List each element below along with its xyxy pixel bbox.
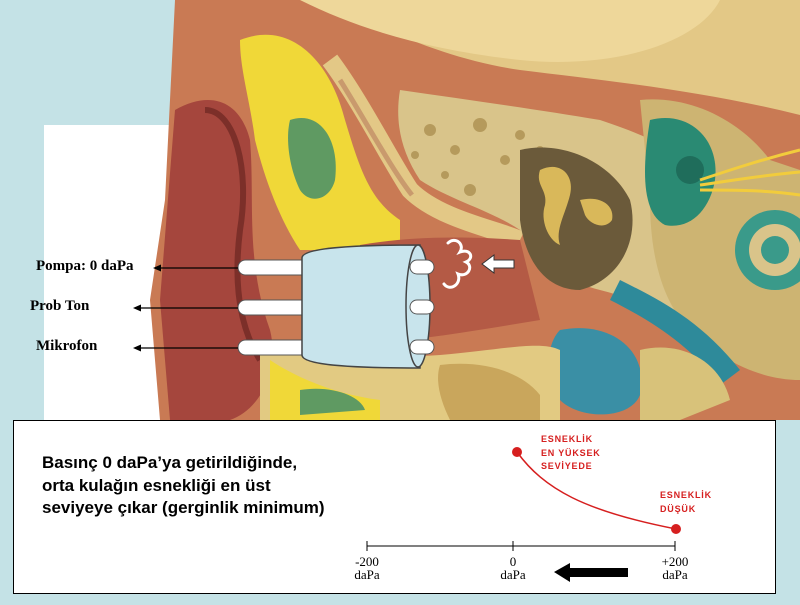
compliance-graph	[366, 447, 681, 582]
lower-bone-shadow	[438, 363, 540, 420]
tympanometry-panel: Basınç 0 daPa’ya getirildiğinde, orta ku…	[13, 420, 776, 594]
tick-label-zero: 0 daPa	[483, 555, 543, 581]
description-line-2: orta kulağın esnekliği en üst	[42, 475, 271, 495]
cochlea-center	[761, 236, 789, 264]
description-text: Basınç 0 daPa’ya getirildiğinde, orta ku…	[42, 452, 325, 520]
muscle-upper	[288, 118, 336, 199]
tick-value: -200	[355, 554, 379, 569]
note-line: SEVİYEDE	[541, 461, 593, 471]
probe-body	[301, 244, 421, 369]
microphone-tube	[237, 339, 311, 356]
tick-label-plus-200: +200 daPa	[645, 555, 705, 581]
microphone-label: Mikrofon	[36, 338, 98, 354]
note-line: DÜŞÜK	[660, 503, 697, 514]
peak-point	[512, 447, 522, 457]
tick-unit: daPa	[354, 567, 380, 582]
tick-value: +200	[661, 554, 689, 569]
probe-tone-label: Prob Ton	[30, 298, 90, 314]
muscle-lower	[300, 388, 365, 415]
eustachian-tube	[610, 280, 740, 385]
tick-unit: daPa	[662, 567, 688, 582]
tick-label-minus-200: -200 daPa	[337, 555, 397, 581]
high-compliance-note: ESNEKLİK EN YÜKSEK SEVİYEDE	[541, 433, 601, 474]
ear-fold	[204, 107, 263, 362]
tick-unit: daPa	[500, 567, 526, 582]
probe-tone-tube	[237, 299, 311, 316]
pressure-arrow-icon	[481, 254, 515, 274]
compliance-curve	[516, 451, 677, 530]
label-arrows	[140, 267, 238, 349]
auditory-nerve	[699, 148, 800, 197]
vestibule-core	[676, 156, 704, 184]
note-line: EN YÜKSEK	[541, 447, 601, 458]
skull-highlight	[300, 0, 720, 62]
probe-pipe-middle	[409, 299, 435, 315]
blue-tissue	[548, 328, 642, 415]
canal-line	[337, 78, 414, 197]
direction-arrow-icon	[554, 563, 628, 582]
malleus	[538, 166, 571, 245]
incus	[580, 198, 613, 226]
description-line-3: seviyeye çıkar (gerginlik minimum)	[42, 498, 325, 517]
tick-value: 0	[509, 554, 517, 569]
probe-pipe-top	[409, 259, 435, 275]
description-line-1: Basınç 0 daPa’ya getirildiğinde,	[42, 453, 298, 472]
low-compliance-note: ESNEKLİK DÜŞÜK	[660, 489, 712, 516]
pump-label: Pompa: 0 daPa	[36, 258, 134, 274]
low-point	[671, 524, 681, 534]
probe-assembly	[237, 244, 435, 369]
tympanic-membrane	[442, 238, 473, 289]
pump-tube	[237, 259, 311, 276]
arrow-heads	[133, 264, 161, 352]
note-line: ESNEKLİK	[660, 490, 712, 500]
lower-bone	[640, 347, 730, 420]
note-line: ESNEKLİK	[541, 434, 593, 444]
probe-pipe-bottom	[409, 339, 435, 355]
